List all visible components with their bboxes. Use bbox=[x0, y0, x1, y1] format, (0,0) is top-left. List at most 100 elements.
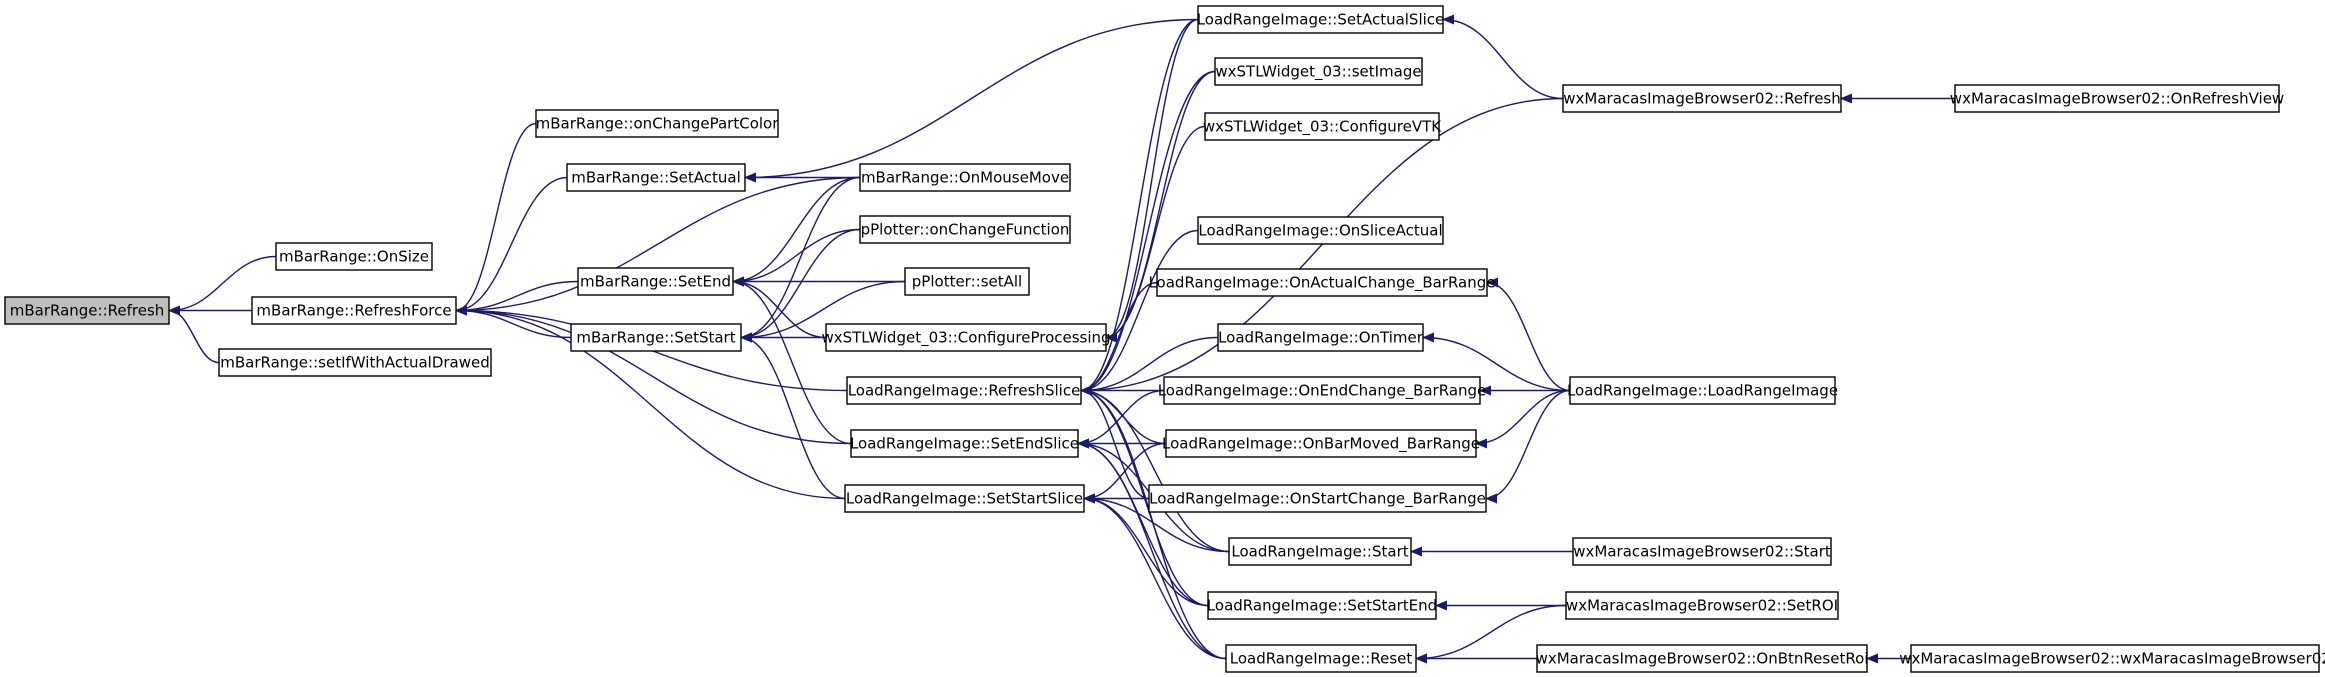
node-box bbox=[1536, 644, 1868, 673]
node-label: LoadRangeImage::LoadRangeImage bbox=[1567, 382, 1838, 400]
edge-setend-to-refreshforce bbox=[455, 280, 579, 316]
node-box bbox=[1163, 376, 1481, 405]
edge-mib-refresh-to-lri-setactualslice bbox=[1442, 14, 1564, 100]
edge-layer bbox=[168, 14, 1955, 664]
edge-onsize-to-refresh bbox=[168, 255, 277, 316]
edge-setactual-to-refreshforce bbox=[455, 176, 568, 316]
node-box bbox=[218, 348, 492, 377]
edge-lri-setendslice-to-refreshforce bbox=[455, 305, 852, 445]
node-label: wxSTLWidget_03::ConfigureProcessing bbox=[821, 329, 1110, 348]
edge-lri-onactualchange-to-lri-refreshslice bbox=[1080, 281, 1158, 396]
node-setend[interactable]: mBarRange::SetEnd bbox=[577, 267, 734, 296]
node-stl-configurevtk[interactable]: wxSTLWidget_03::ConfigureVTK bbox=[1203, 112, 1442, 141]
node-box bbox=[1204, 112, 1440, 141]
node-lri-setendslice[interactable]: LoadRangeImage::SetEndSlice bbox=[850, 429, 1079, 458]
node-box bbox=[577, 267, 734, 296]
node-label: mBarRange::RefreshForce bbox=[256, 302, 451, 320]
node-label: LoadRangeImage::OnSliceActual bbox=[1198, 222, 1442, 240]
node-setifwithactual[interactable]: mBarRange::setIfWithActualDrawed bbox=[218, 348, 492, 377]
node-refresh[interactable]: mBarRange::Refresh bbox=[4, 296, 170, 325]
node-label: mBarRange::setIfWithActualDrawed bbox=[220, 354, 490, 372]
node-box bbox=[566, 163, 746, 192]
edge-lri-setstartslice-to-refreshforce bbox=[455, 305, 846, 500]
node-box bbox=[846, 376, 1082, 405]
edge-lri-setactualslice-to-setactual bbox=[744, 18, 1199, 183]
edge-lri-loadrangeimage-to-lri-onbarmoved bbox=[1475, 389, 1571, 449]
edge-onchangefunction-to-setend bbox=[732, 228, 861, 287]
node-lri-start[interactable]: LoadRangeImage::Start bbox=[1228, 537, 1412, 566]
edge-lri-setactualslice-to-lri-refreshslice bbox=[1080, 18, 1199, 396]
node-label: mBarRange::OnMouseMove bbox=[861, 169, 1069, 187]
edge-onmousemove-to-setend bbox=[732, 176, 861, 287]
node-onsize[interactable]: mBarRange::OnSize bbox=[275, 242, 433, 271]
node-lri-setstartend[interactable]: LoadRangeImage::SetStartEnd bbox=[1207, 591, 1437, 620]
node-box bbox=[825, 323, 1107, 352]
node-label: pPlotter::setAll bbox=[912, 273, 1022, 291]
node-box bbox=[1197, 5, 1444, 34]
edge-lri-onendchange-to-lri-setendslice bbox=[1077, 389, 1165, 449]
node-label: mBarRange::SetStart bbox=[576, 329, 735, 347]
node-label: wxMaracasImageBrowser02::OnRefreshView bbox=[1950, 90, 2284, 108]
edge-lri-loadrangeimage-to-lri-ontimer bbox=[1422, 332, 1571, 392]
node-box bbox=[1228, 537, 1412, 566]
node-box bbox=[4, 296, 170, 325]
node-mib-onbtnresetroi[interactable]: wxMaracasImageBrowser02::OnBtnResetRoi bbox=[1536, 644, 1869, 673]
node-onchangefunction[interactable]: pPlotter::onChangeFunction bbox=[859, 215, 1071, 244]
node-label: wxMaracasImageBrowser02::OnBtnResetRoi bbox=[1536, 650, 1869, 668]
node-layer: mBarRange::RefreshmBarRange::OnSizemBarR… bbox=[4, 5, 2325, 673]
node-setstart[interactable]: mBarRange::SetStart bbox=[570, 323, 742, 352]
edge-lri-onsliceactual-to-lri-refreshslice bbox=[1080, 229, 1199, 396]
node-box bbox=[1156, 268, 1488, 297]
node-box bbox=[1910, 644, 2320, 673]
node-box bbox=[1207, 591, 1437, 620]
node-stl-setimage[interactable]: wxSTLWidget_03::setImage bbox=[1214, 57, 1423, 86]
node-lri-onstartchange[interactable]: LoadRangeImage::OnStartChange_BarRange bbox=[1148, 484, 1487, 513]
node-label: LoadRangeImage::Reset bbox=[1230, 650, 1413, 668]
node-label: LoadRangeImage::RefreshSlice bbox=[848, 382, 1081, 400]
node-label: pPlotter::onChangeFunction bbox=[861, 221, 1070, 239]
edge-lri-setactualslice-to-configureprocessing bbox=[1105, 18, 1199, 343]
node-label: wxMaracasImageBrowser02::Start bbox=[1573, 543, 1831, 561]
edge-onmousemove-to-refreshforce bbox=[455, 176, 861, 316]
node-label: LoadRangeImage::OnActualChange_BarRange bbox=[1148, 274, 1495, 293]
node-label: mBarRange::SetActual bbox=[571, 169, 741, 187]
node-box bbox=[859, 215, 1071, 244]
node-lri-setstartslice[interactable]: LoadRangeImage::SetStartSlice bbox=[844, 484, 1085, 513]
node-label: LoadRangeImage::SetStartEnd bbox=[1207, 597, 1437, 615]
node-label: LoadRangeImage::SetEndSlice bbox=[850, 435, 1079, 453]
node-lri-ontimer[interactable]: LoadRangeImage::OnTimer bbox=[1217, 323, 1424, 352]
node-mib-refresh[interactable]: wxMaracasImageBrowser02::Refresh bbox=[1562, 84, 1842, 113]
node-lri-onactualchange[interactable]: LoadRangeImage::OnActualChange_BarRange bbox=[1148, 268, 1496, 297]
node-lri-loadrangeimage[interactable]: LoadRangeImage::LoadRangeImage bbox=[1567, 376, 1838, 405]
node-lri-refreshslice[interactable]: LoadRangeImage::RefreshSlice bbox=[846, 376, 1082, 405]
node-mib-start[interactable]: wxMaracasImageBrowser02::Start bbox=[1572, 537, 1832, 566]
node-setall[interactable]: pPlotter::setAll bbox=[904, 267, 1030, 296]
edge-onchangepartcolor-to-refreshforce bbox=[455, 122, 537, 316]
edge-configureprocessing-to-setend bbox=[732, 276, 827, 339]
edge-onchangefunction-to-setstart bbox=[740, 228, 861, 343]
node-configureprocessing[interactable]: wxSTLWidget_03::ConfigureProcessing bbox=[821, 323, 1111, 352]
node-lri-onendchange[interactable]: LoadRangeImage::OnEndChange_BarRange bbox=[1158, 376, 1487, 405]
node-box bbox=[275, 242, 433, 271]
node-mib-ctor[interactable]: wxMaracasImageBrowser02::wxMaracasImageB… bbox=[1899, 644, 2325, 673]
node-lri-setactualslice[interactable]: LoadRangeImage::SetActualSlice bbox=[1197, 5, 1445, 34]
edge-stl-configurevtk-to-configureprocessing bbox=[1105, 125, 1206, 343]
node-box bbox=[1565, 591, 1839, 620]
node-onmousemove[interactable]: mBarRange::OnMouseMove bbox=[859, 163, 1071, 192]
edge-lri-reset-to-lri-setendslice bbox=[1077, 438, 1227, 660]
node-label: mBarRange::SetEnd bbox=[580, 273, 731, 291]
node-mib-setroi[interactable]: wxMaracasImageBrowser02::SetROI bbox=[1565, 591, 1839, 620]
node-lri-onbarmoved[interactable]: LoadRangeImage::OnBarMoved_BarRange bbox=[1162, 429, 1480, 458]
node-lri-reset[interactable]: LoadRangeImage::Reset bbox=[1225, 644, 1417, 673]
node-onchangepartcolor[interactable]: mBarRange::onChangePartColor bbox=[535, 109, 780, 138]
node-label: LoadRangeImage::SetActualSlice bbox=[1197, 11, 1445, 29]
node-refreshforce[interactable]: mBarRange::RefreshForce bbox=[251, 296, 457, 325]
node-box bbox=[1572, 537, 1832, 566]
node-lri-onsliceactual[interactable]: LoadRangeImage::OnSliceActual bbox=[1197, 216, 1444, 245]
node-box bbox=[904, 267, 1030, 296]
node-setactual[interactable]: mBarRange::SetActual bbox=[566, 163, 746, 192]
node-mib-onrefreshview[interactable]: wxMaracasImageBrowser02::OnRefreshView bbox=[1950, 84, 2284, 113]
node-box bbox=[535, 109, 779, 138]
edge-lri-setstartslice-to-setstart bbox=[740, 332, 846, 500]
